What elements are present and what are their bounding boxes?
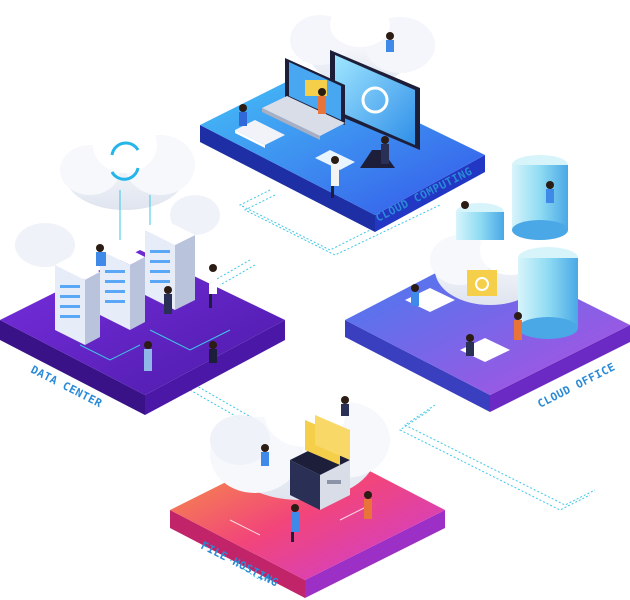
person-figure [261, 396, 372, 542]
person-figure [239, 32, 394, 198]
person-figure [411, 181, 554, 356]
folder-icon [467, 270, 497, 296]
platform-cloud-computing: CLOUD COMPUTING [200, 3, 485, 232]
desk-icon [235, 120, 285, 148]
cloud-icon [15, 117, 220, 267]
person-figure [96, 244, 217, 371]
laptop-icon [262, 96, 345, 140]
platform-cloud-office: CLOUD OFFICE [345, 155, 630, 412]
circuit-traces [79, 190, 231, 361]
database-cylinders [456, 155, 578, 339]
platform-file-hosting: FILE HOSTING [170, 383, 445, 598]
server-lights [60, 250, 170, 318]
sync-icon [110, 141, 140, 181]
folder-icon [305, 415, 350, 465]
